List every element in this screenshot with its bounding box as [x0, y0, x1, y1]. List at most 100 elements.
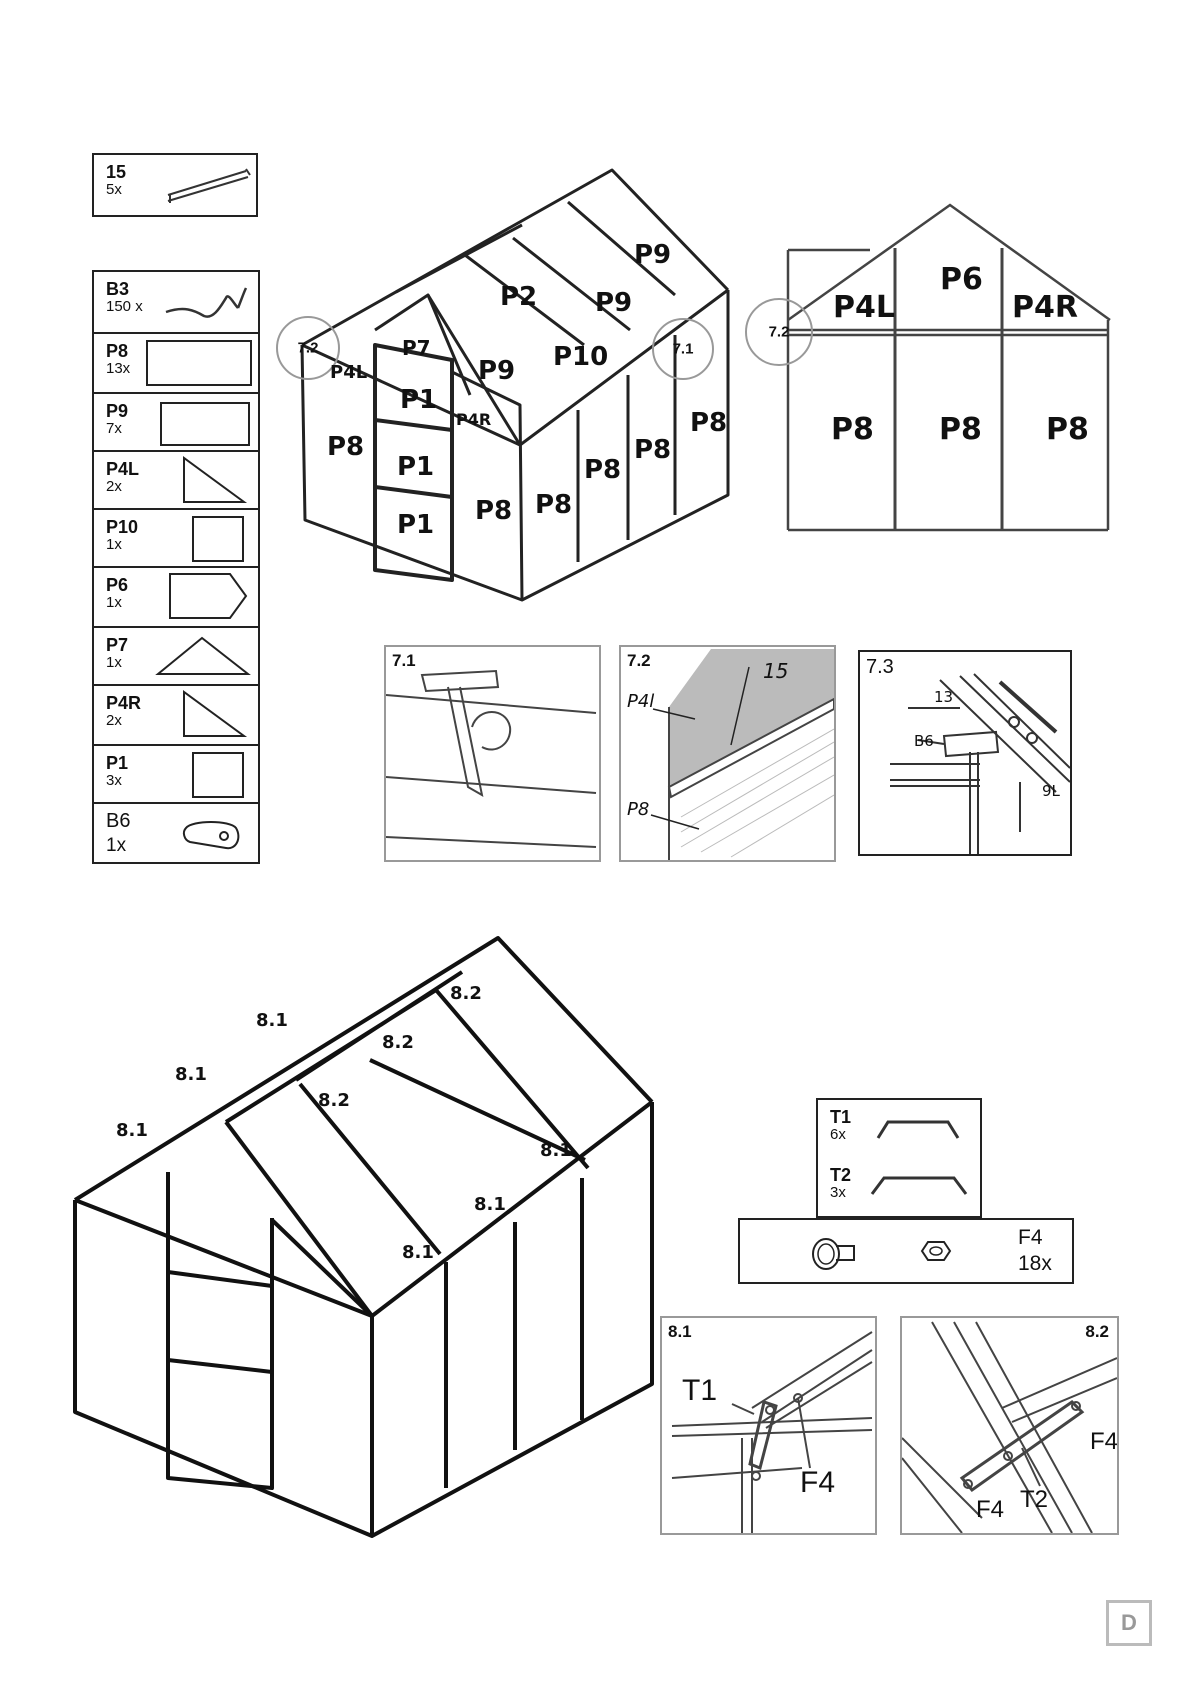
part-row-b3: B3 150 x: [94, 272, 258, 334]
part-qty: 7x: [106, 421, 122, 437]
part-code: P4L: [106, 460, 139, 478]
label-p2: P2: [500, 282, 537, 312]
detail-8-2: 8.2 F4 F4 T2: [900, 1316, 1119, 1535]
part-f4-box: F4 18x: [738, 1218, 1074, 1284]
part-qty: 6x: [830, 1127, 846, 1143]
label-8-1: 8.1: [540, 1140, 572, 1161]
panel-pentagon-icon: [168, 572, 252, 622]
label-8-1: 8.1: [402, 1242, 434, 1263]
label-p8: P8: [690, 408, 727, 438]
bracket-detail-illustration: [662, 1318, 875, 1533]
label-p8: P8: [831, 412, 874, 447]
label-p4l: P4l: [627, 691, 654, 712]
part-code: B3: [106, 280, 129, 298]
ridge-bracket-illustration: [902, 1318, 1117, 1533]
connector-icon: [182, 818, 252, 858]
edge-profile-illustration: [621, 647, 834, 860]
label-8-1: 8.1: [175, 1064, 207, 1085]
part-qty: 13x: [106, 361, 130, 377]
label-p4l: P4L: [833, 290, 895, 325]
label-p6: P6: [940, 262, 983, 297]
part-qty: 1x: [106, 595, 122, 611]
callout-7-1: 7.1: [652, 318, 714, 380]
label-p8: P8: [535, 490, 572, 520]
label-8-1: 8.1: [256, 1010, 288, 1031]
bracket-t1-icon: [874, 1114, 974, 1144]
label-p9: P9: [478, 356, 515, 386]
clip-detail-illustration: [386, 647, 599, 860]
label-f4: F4: [1090, 1428, 1118, 1456]
part-row-p10: P10 1x: [94, 510, 258, 568]
part-row-p8: P8 13x: [94, 334, 258, 394]
label-t2: T2: [1020, 1486, 1048, 1514]
part-qty: 1x: [106, 655, 122, 671]
label-p4r: P4R: [1012, 290, 1078, 325]
part-row-p6: P6 1x: [94, 568, 258, 628]
label-p7: P7: [402, 336, 431, 360]
part-row-p1: P1 3x: [94, 746, 258, 804]
part-qty: 5x: [106, 182, 122, 198]
panel-square-icon: [192, 752, 244, 798]
profile-bar-icon: [166, 165, 256, 205]
label-p8: P8: [475, 496, 512, 526]
part-qty: 1x: [106, 537, 122, 553]
part-code: P7: [106, 636, 128, 654]
part-code: B6: [106, 812, 130, 830]
label-8-2: 8.2: [382, 1032, 414, 1053]
part-code: P9: [106, 402, 128, 420]
part-row-p9: P9 7x: [94, 394, 258, 452]
label-15: 15: [763, 659, 788, 683]
part-qty: 3x: [830, 1185, 846, 1201]
part-code: P8: [106, 342, 128, 360]
page-section-marker: D: [1106, 1600, 1152, 1646]
label-13: 13: [934, 688, 953, 706]
label-t1: T1: [682, 1374, 717, 1408]
part-qty: 2x: [106, 479, 122, 495]
clip-icon: [164, 284, 254, 324]
panel-triangle-icon: [182, 456, 252, 506]
part-t1-box: T1 6x: [816, 1098, 982, 1160]
label-p8: P8: [1046, 412, 1089, 447]
part-qty: 18x: [1018, 1252, 1052, 1276]
panel-square-icon: [192, 516, 244, 562]
parts-list: B3 150 x P8 13x P9 7x P4L 2x P10 1x P6 1…: [92, 270, 260, 864]
part-code: P4R: [106, 694, 141, 712]
part-qty: 150 x: [106, 299, 143, 315]
label-p8: P8: [634, 435, 671, 465]
part-code: T2: [830, 1166, 851, 1184]
label-p10: P10: [553, 342, 608, 372]
label-b6: B6: [914, 732, 934, 750]
callout-7-2-gable: 7.2: [745, 298, 813, 366]
label-f4: F4: [976, 1496, 1004, 1524]
part-qty: 2x: [106, 713, 122, 729]
label-p1: P1: [397, 510, 434, 540]
label-8-1: 8.1: [116, 1120, 148, 1141]
label-p4r: P4R: [456, 410, 491, 429]
part-code: P1: [106, 754, 128, 772]
bracket-t2-icon: [868, 1170, 978, 1200]
detail-8-1: 8.1 T1 F4: [660, 1316, 877, 1535]
label-p8: P8: [327, 432, 364, 462]
part-t2-box: T2 3x: [816, 1158, 982, 1218]
label-p1: P1: [397, 452, 434, 482]
panel-gable-icon: [156, 634, 256, 684]
label-p9: P9: [595, 288, 632, 318]
label-8-2: 8.2: [450, 983, 482, 1004]
part-row-b6: B6 1x: [94, 804, 258, 864]
part-row-p4r: P4R 2x: [94, 686, 258, 746]
label-8-2: 8.2: [318, 1090, 350, 1111]
part-15-box: 15 5x: [92, 153, 258, 217]
label-p4l: P4L: [330, 362, 367, 383]
label-f4: F4: [800, 1466, 835, 1500]
part-row-p4l: P4L 2x: [94, 452, 258, 510]
panel-triangle-icon: [182, 690, 252, 740]
label-p1: P1: [400, 385, 437, 415]
label-p8: P8: [939, 412, 982, 447]
part-qty: 3x: [106, 773, 122, 789]
part-code: T1: [830, 1108, 851, 1126]
label-p8: P8: [627, 799, 649, 820]
nut-icon: [918, 1238, 958, 1268]
bolt-icon: [808, 1228, 868, 1278]
panel-rect-icon: [146, 340, 252, 386]
part-code: F4: [1018, 1226, 1043, 1250]
